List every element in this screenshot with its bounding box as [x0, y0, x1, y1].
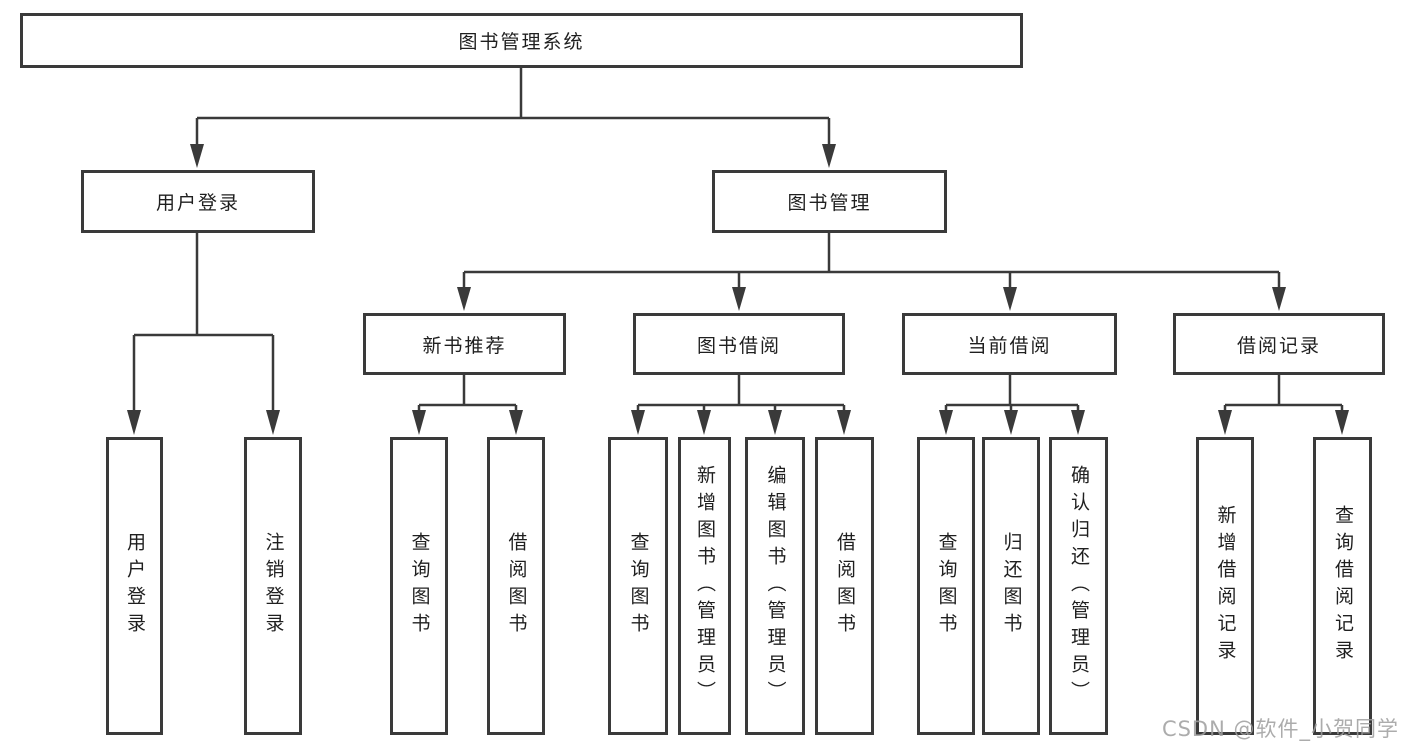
arrowhead	[1071, 410, 1085, 435]
connector-root-branch	[195, 68, 831, 146]
node-leaf-query-books-1: 查询图书	[390, 437, 448, 735]
arrowhead	[1004, 410, 1018, 435]
leaf-label: 新增借阅记录	[1214, 505, 1237, 667]
arrowhead	[837, 410, 851, 435]
node-leaf-borrow-books-2: 借阅图书	[815, 437, 874, 735]
arrowhead	[1003, 287, 1017, 311]
leaf-label: 注销登录	[262, 532, 285, 640]
leaf-label: 借阅图书	[834, 532, 856, 640]
node-leaf-query-borrow-record: 查询借阅记录	[1313, 437, 1372, 735]
arrowhead	[412, 410, 426, 435]
node-library-management-system: 图书管理系统	[20, 13, 1023, 68]
connector-user-login-branch	[132, 233, 275, 412]
arrowheads	[127, 144, 1349, 435]
connector-borrow-records-branch	[1223, 375, 1344, 412]
connector-current-borrow-branch	[944, 375, 1080, 412]
connector-paths	[132, 68, 1344, 412]
node-new-book-recommend: 新书推荐	[363, 313, 566, 375]
arrowhead	[1335, 410, 1349, 435]
leaf-label: 查询图书	[935, 532, 958, 640]
leaf-label: 查询图书	[627, 532, 650, 640]
arrowhead	[266, 410, 280, 435]
connector-book-management-branch	[462, 233, 1281, 289]
arrowhead	[1272, 287, 1286, 311]
node-leaf-confirm-return-admin: 确认归还（管理员）	[1049, 437, 1108, 735]
leaf-label: 编辑图书（管理员）	[764, 464, 787, 708]
arrowhead	[457, 287, 471, 311]
arrowhead	[939, 410, 953, 435]
arrowhead	[509, 410, 523, 435]
arrowhead	[768, 410, 782, 435]
node-leaf-add-book-admin: 新增图书（管理员）	[678, 437, 731, 735]
leaf-label: 借阅图书	[505, 532, 528, 640]
node-leaf-edit-book-admin: 编辑图书（管理员）	[745, 437, 805, 735]
node-leaf-user-login: 用户登录	[106, 437, 163, 735]
leaf-label: 查询图书	[408, 532, 431, 640]
connector-new-book-branch	[417, 375, 518, 412]
node-leaf-return-book: 归还图书	[982, 437, 1040, 735]
node-borrow-records: 借阅记录	[1173, 313, 1385, 375]
leaf-label: 新增图书（管理员）	[694, 464, 716, 708]
arrowhead	[127, 410, 141, 435]
leaf-label: 查询借阅记录	[1332, 505, 1354, 667]
node-leaf-query-books-2: 查询图书	[608, 437, 668, 735]
arrowhead	[631, 410, 645, 435]
node-leaf-logout: 注销登录	[244, 437, 302, 735]
node-leaf-add-borrow-record: 新增借阅记录	[1196, 437, 1254, 735]
leaf-label: 用户登录	[124, 532, 146, 640]
node-book-borrow: 图书借阅	[633, 313, 845, 375]
arrowhead	[822, 144, 836, 168]
node-leaf-borrow-books-1: 借阅图书	[487, 437, 545, 735]
leaf-label: 确认归还（管理员）	[1068, 464, 1090, 708]
node-leaf-query-books-3: 查询图书	[917, 437, 975, 735]
watermark: CSDN @软件_小贺同学	[1161, 717, 1399, 741]
node-user-login: 用户登录	[81, 170, 315, 233]
arrowhead	[1218, 410, 1232, 435]
leaf-label: 归还图书	[1000, 532, 1023, 640]
node-book-management: 图书管理	[712, 170, 947, 233]
arrowhead	[190, 144, 204, 168]
arrowhead	[697, 410, 711, 435]
arrowhead	[732, 287, 746, 311]
connector-book-borrow-branch	[636, 375, 846, 412]
node-current-borrow: 当前借阅	[902, 313, 1117, 375]
